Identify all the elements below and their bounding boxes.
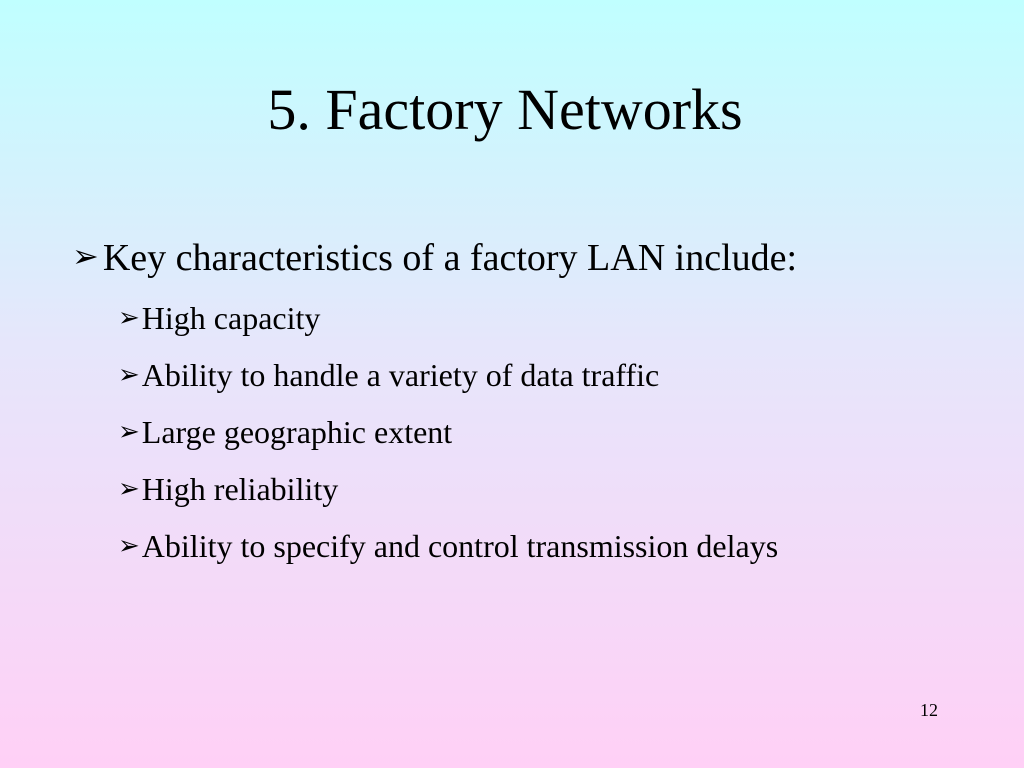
slide-title: 5. Factory Networks — [267, 77, 743, 142]
arrowhead-bullet-icon: ➢ — [118, 531, 140, 561]
sub-bullet-text: High capacity — [141, 300, 321, 336]
sub-bullet-item: ➢Ability to handle a variety of data tra… — [118, 353, 778, 410]
sub-bullet-text: High reliability — [141, 471, 339, 507]
arrowhead-bullet-icon: ➢ — [118, 474, 140, 504]
sub-bullet-text: Large geographic extent — [141, 414, 453, 450]
main-bullet-point: ➢Key characteristics of a factory LAN in… — [72, 232, 797, 285]
page-number: 12 — [920, 700, 938, 720]
main-bullet-text: Key characteristics of a factory LAN inc… — [102, 237, 798, 279]
sub-bullet-item: ➢High reliability — [118, 467, 778, 524]
arrowhead-bullet-icon: ➢ — [72, 237, 99, 275]
arrowhead-bullet-icon: ➢ — [118, 303, 140, 333]
sub-bullet-item: ➢Ability to specify and control transmis… — [118, 524, 778, 581]
sub-bullet-text: Ability to handle a variety of data traf… — [141, 357, 660, 393]
sub-bullet-text: Ability to specify and control transmiss… — [141, 528, 779, 564]
sub-bullet-item: ➢Large geographic extent — [118, 410, 778, 467]
arrowhead-bullet-icon: ➢ — [118, 360, 140, 390]
sub-bullet-item: ➢High capacity — [118, 296, 778, 353]
sub-bullet-list: ➢High capacity ➢Ability to handle a vari… — [118, 296, 778, 581]
arrowhead-bullet-icon: ➢ — [118, 417, 140, 447]
